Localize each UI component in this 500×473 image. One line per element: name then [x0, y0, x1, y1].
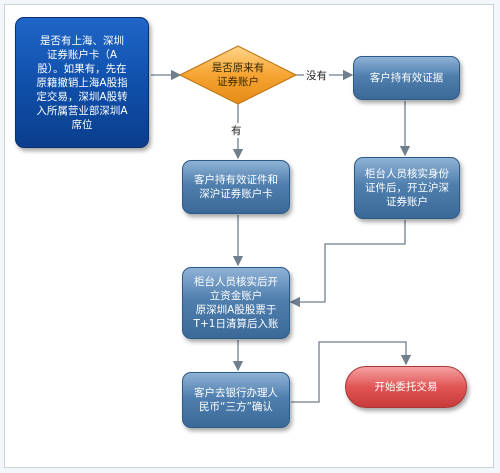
node-valid-id-text: 客户持有效证据	[369, 72, 444, 84]
decision-diamond	[178, 45, 298, 105]
node-bank: 客户去银行办理人 民币“三方”确认	[182, 372, 290, 428]
node-fund-account: 柜台人员核实后开 立资金账户 原深圳A股股票于 T+1日清算后入账	[182, 267, 290, 339]
node-valid-id: 客户持有效证据	[353, 56, 460, 100]
node-bank-text: 客户去银行办理人 民币“三方”确认	[194, 387, 278, 413]
node-open-account-text: 柜台人员核实身份 证件后，开立沪深 证券账户	[365, 168, 449, 208]
node-fund-account-text: 柜台人员核实后开 立资金账户 原深圳A股股票于 T+1日清算后入账	[193, 276, 279, 330]
edge-label-no: 没有	[304, 68, 329, 83]
edge-openaccount-fundaccount	[289, 220, 406, 308]
node-start-text: 是否有上海、深圳 证券账户卡（A 股）。如果有，先在 原籍撤销上海A股指 定交易…	[36, 34, 128, 131]
node-open-account: 柜台人员核实身份 证件后，开立沪深 证券账户	[354, 157, 460, 219]
edge-bank-end	[291, 341, 412, 403]
node-start: 是否有上海、深圳 证券账户卡（A 股）。如果有，先在 原籍撤销上海A股指 定交易…	[15, 17, 149, 148]
node-hold-cards: 客户持有效证件和 深沪证券账户卡	[182, 160, 290, 214]
node-end: 开始委托交易	[345, 366, 467, 408]
node-decision-text: 是否原来有 证券账户	[211, 62, 265, 88]
edge-label-yes: 有	[229, 123, 244, 138]
node-hold-cards-text: 客户持有效证件和 深沪证券账户卡	[194, 174, 278, 200]
node-end-text: 开始委托交易	[374, 381, 438, 393]
